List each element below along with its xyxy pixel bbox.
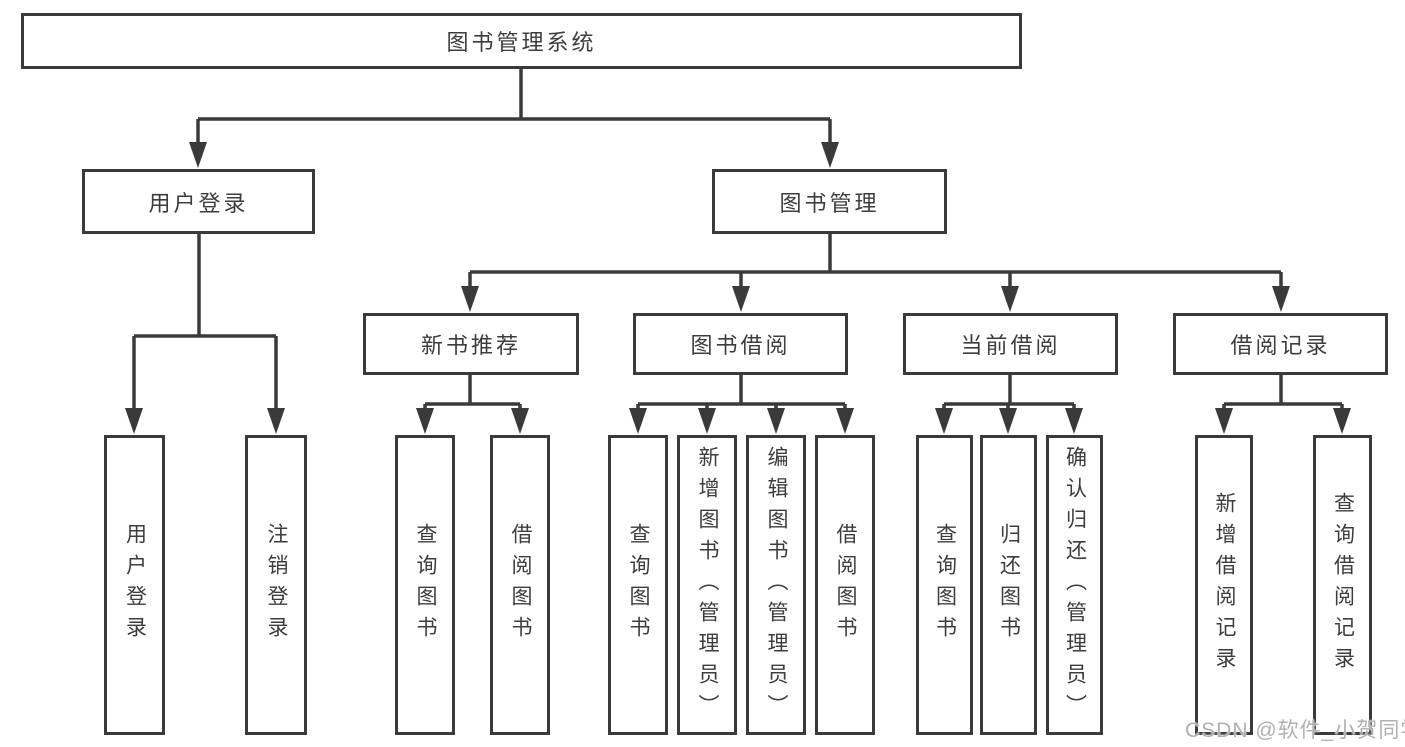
watermark: CSDN @软件_小贺同学 (1185, 719, 1405, 742)
node-user-login: 用户登录 (82, 169, 315, 234)
node-borrowing-records: 借阅记录 (1173, 313, 1388, 375)
node-leaf-query-books: 查询图书 (395, 435, 455, 735)
node-new-book-recommend: 新书推荐 (363, 313, 579, 375)
node-leaf-return-books: 归还图书 (980, 435, 1037, 735)
node-leaf-query-books: 查询图书 (608, 435, 668, 735)
node-book-management: 图书管理 (712, 169, 947, 234)
node-leaf-add-books-admin: 新增图书（管理员） (677, 435, 737, 735)
node-leaf-edit-books-admin: 编辑图书（管理员） (746, 435, 806, 735)
node-current-borrowing: 当前借阅 (903, 313, 1118, 375)
node-library-system: 图书管理系统 (21, 13, 1022, 69)
node-leaf-borrow-books: 借阅图书 (490, 435, 550, 735)
node-leaf-query-books: 查询图书 (916, 435, 973, 735)
node-leaf-borrow-books: 借阅图书 (815, 435, 875, 735)
node-leaf-add-borrow-record: 新增借阅记录 (1195, 435, 1253, 735)
node-book-borrowing: 图书借阅 (633, 313, 848, 375)
node-leaf-confirm-return-admin: 确认归还（管理员） (1046, 435, 1103, 735)
node-leaf-user-login: 用户登录 (104, 435, 165, 735)
arrowheads (125, 142, 1351, 434)
node-leaf-query-borrow-record: 查询借阅记录 (1313, 435, 1372, 735)
node-leaf-logout: 注销登录 (245, 435, 307, 735)
